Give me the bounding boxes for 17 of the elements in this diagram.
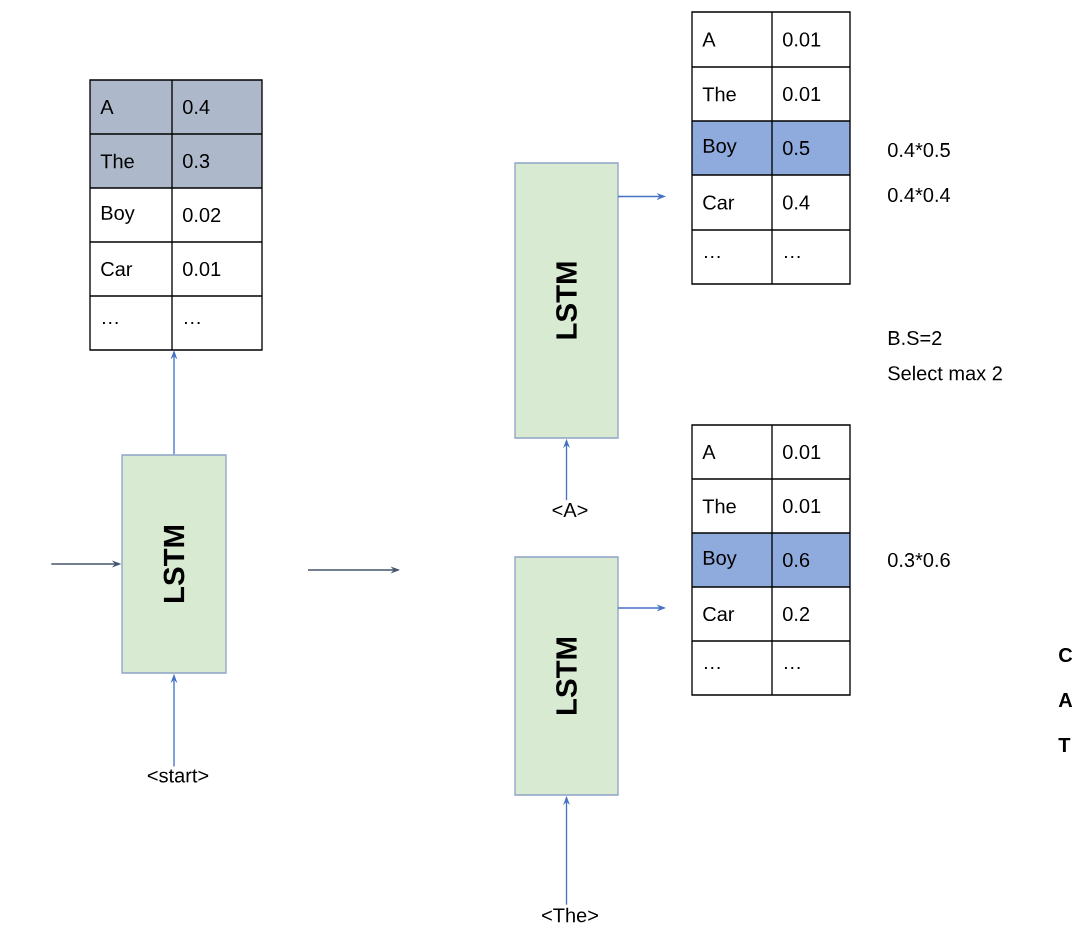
annotation: A xyxy=(1058,693,1073,707)
probability-table: A 0.01 The 0.01 Boy 0.6 Car 0.2 … … xyxy=(691,424,851,696)
input-token: <The> xyxy=(542,907,598,923)
probability-table: A 0.4 The 0.3 Boy 0.02 Car 0.01 … … xyxy=(89,79,263,351)
annotation: Select max 2 xyxy=(888,365,1002,381)
annotation: T xyxy=(1058,738,1071,752)
annotation: 0.3*0.6 xyxy=(888,552,950,568)
annotation: C xyxy=(1059,647,1073,663)
lstm-box: LSTM xyxy=(121,454,227,674)
annotation: 0.4*0.5 xyxy=(888,142,950,158)
probability-table: A 0.01 The 0.01 Boy 0.5 Car 0.4 … … xyxy=(691,11,851,285)
annotation: B.S=2 xyxy=(888,330,942,346)
lstm-box: LSTM xyxy=(514,556,619,796)
input-token: <start> xyxy=(147,769,209,783)
lstm-box: LSTM xyxy=(514,162,619,439)
input-token: <A> xyxy=(552,503,588,517)
annotation: 0.4*0.4 xyxy=(888,187,951,203)
